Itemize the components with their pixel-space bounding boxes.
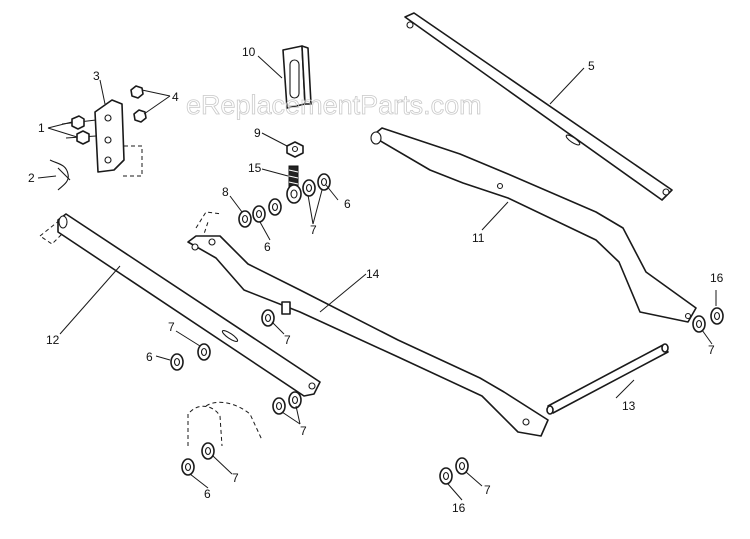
callout-7-left: 7: [168, 320, 175, 334]
part-9-nut: [286, 141, 304, 158]
callout-4: 4: [172, 90, 179, 104]
callout-9: 9: [254, 126, 261, 140]
part-5-lift-link: [404, 12, 673, 201]
part-13-rod: [546, 343, 669, 415]
part-15-spring: [288, 165, 299, 191]
callout-6-upper: 6: [344, 197, 351, 211]
callout-11: 11: [472, 231, 485, 245]
callout-13: 13: [622, 399, 636, 413]
part-10-lift-bracket: [282, 45, 312, 109]
watermark-text: eReplacementParts.com: [186, 90, 482, 120]
callout-5: 5: [588, 59, 595, 73]
callout-7-lower: 7: [300, 424, 307, 438]
part-14-lift-link: [187, 235, 549, 437]
callout-7-bottom: 7: [232, 471, 239, 485]
callout-6-left: 6: [146, 350, 153, 364]
callout-3: 3: [93, 69, 100, 83]
part-4-nuts: [130, 85, 147, 123]
callout-7-upper: 7: [310, 223, 317, 237]
part-3-bracket: [94, 99, 125, 173]
callout-8: 8: [222, 185, 229, 199]
callout-labels: 1 2 3 4 5 6 6 6 6 7 7 7 7 7 7 7 8 9 10 1…: [28, 45, 724, 515]
callout-12: 12: [46, 333, 60, 347]
callout-1: 1: [38, 121, 45, 135]
phantom-outline-bracket: [122, 145, 143, 177]
callout-2: 2: [28, 171, 35, 185]
part-1-bolts: [61, 115, 97, 145]
callout-14: 14: [366, 267, 380, 281]
washer-7-center: [261, 309, 275, 327]
part-11-lift-arm: [370, 127, 697, 323]
callout-15: 15: [248, 161, 262, 175]
washers-right-group: [692, 307, 724, 333]
callout-7-center: 7: [284, 333, 291, 347]
phantom-outline-lower: [187, 401, 263, 447]
part-2-hairpin-clip: [49, 159, 71, 191]
callout-7-right: 7: [708, 343, 715, 357]
leader-lines: [37, 55, 717, 501]
callout-16-bottom: 16: [452, 501, 466, 515]
callout-6-center: 6: [264, 240, 271, 254]
callout-16-right: 16: [710, 271, 724, 285]
callout-7-bottom-right: 7: [484, 483, 491, 497]
callout-10: 10: [242, 45, 256, 59]
callout-6-bottom: 6: [204, 487, 211, 501]
part-12-lower-link: [57, 213, 321, 397]
washers-bottom-group: [181, 442, 469, 485]
phantom-outline-center: [195, 211, 223, 247]
washers-left-group: [170, 343, 302, 415]
washer-group-upper: [238, 173, 331, 228]
